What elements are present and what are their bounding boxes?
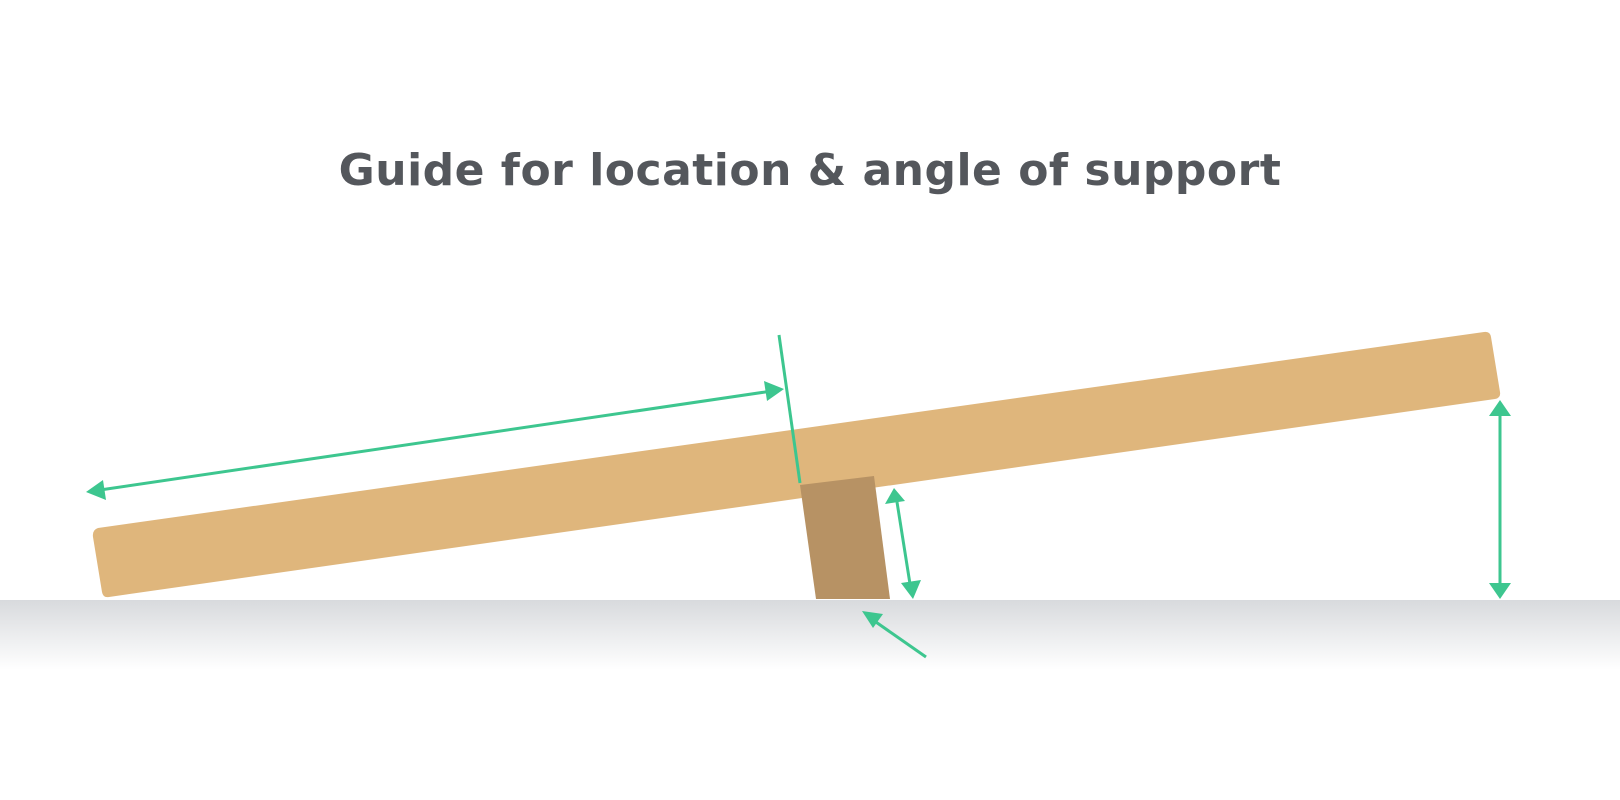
arrowhead-up-icon	[885, 488, 905, 504]
support-block	[800, 476, 890, 599]
arrowhead-right-icon	[764, 381, 784, 401]
support-angle-pointer	[862, 611, 927, 659]
arrowhead-left-icon	[86, 480, 106, 500]
diagram-title: Guide for location & angle of support	[338, 145, 1282, 196]
support-height-arrow	[885, 488, 921, 599]
end-height-arrow	[1489, 400, 1511, 599]
arrowhead-down-icon	[901, 580, 921, 599]
arrowhead-pointer-icon	[862, 611, 883, 628]
distance-to-support-arrow	[86, 381, 784, 500]
arrowhead-up-icon	[1489, 400, 1511, 416]
arrowhead-down-icon	[1489, 583, 1511, 599]
support-location-marker	[777, 334, 802, 484]
ground	[0, 600, 1620, 670]
